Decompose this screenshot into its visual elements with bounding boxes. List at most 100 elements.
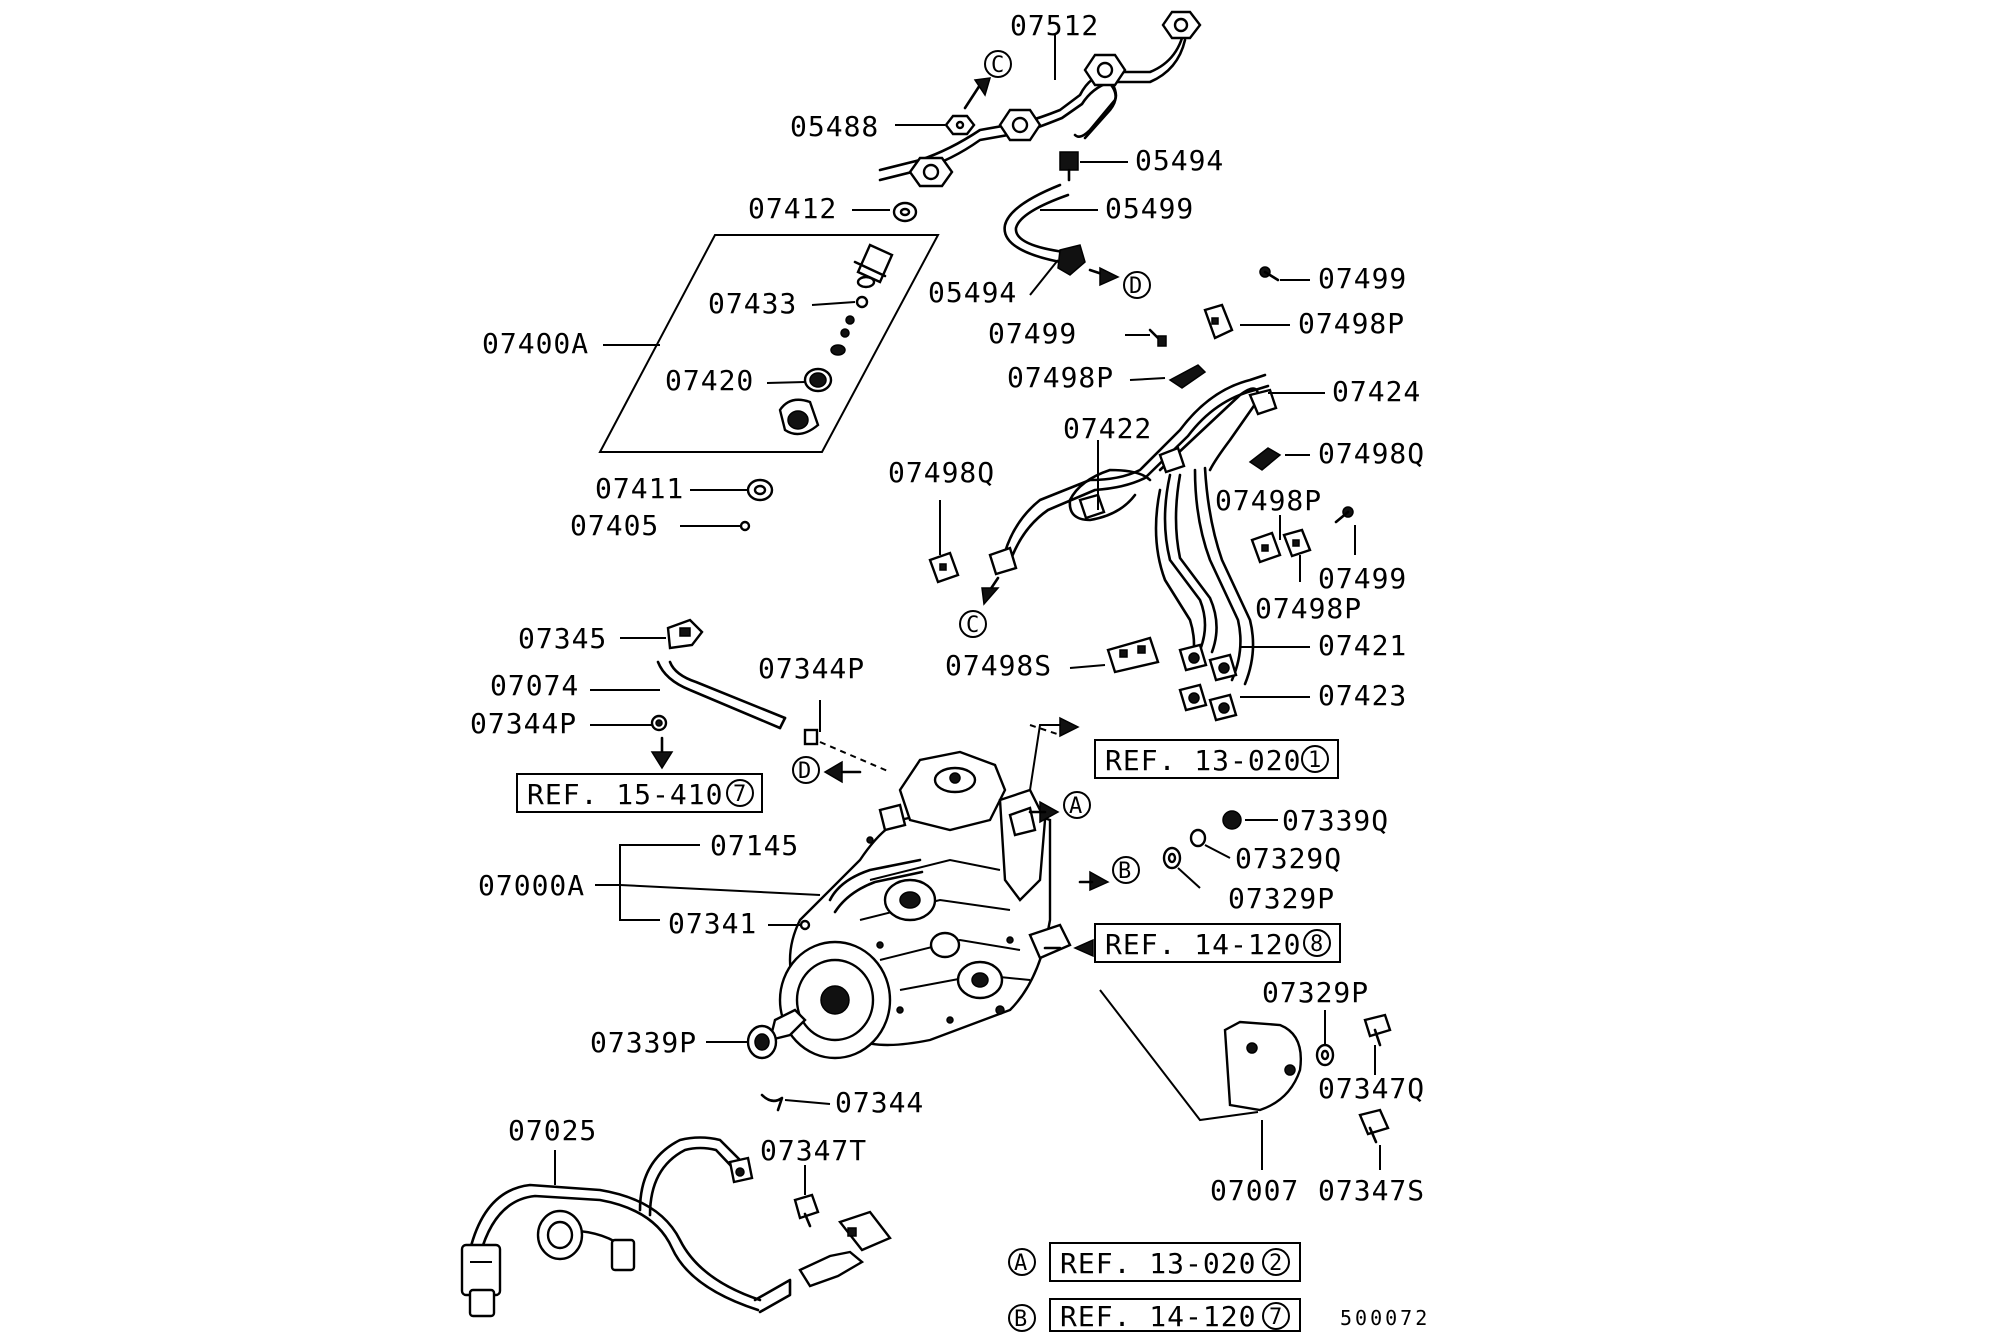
- ref-15-410-7-number: 7: [733, 782, 747, 807]
- label-05494-top: 05494: [1135, 144, 1224, 177]
- arrow-to-connector-c-top: [963, 77, 992, 110]
- label-07498P-lower: 07498P: [1255, 592, 1362, 625]
- legend-b-letter: B: [1014, 1307, 1028, 1332]
- plug-07344P-center: [803, 728, 819, 746]
- clamp-07498Q-left: [928, 551, 960, 584]
- label-07000A: 07000A: [478, 869, 585, 902]
- nut-07339P: [746, 1024, 778, 1060]
- legend-a: A REF. 13-020 2: [1008, 1242, 1301, 1282]
- clamp-07498P-mid-right: [1282, 528, 1312, 558]
- clip-05494-top: [1059, 151, 1079, 182]
- arrow-to-connector-a: [1028, 800, 1060, 824]
- label-07400A: 07400A: [482, 327, 589, 360]
- injection-pipe-07512: [878, 10, 1202, 188]
- ref-14-120-text: REF. 14-120: [1105, 928, 1301, 961]
- connector-b: B: [1112, 856, 1140, 884]
- label-07345: 07345: [518, 622, 607, 655]
- label-07424: 07424: [1332, 375, 1421, 408]
- label-05488: 05488: [790, 110, 879, 143]
- clamp-07498S: [1106, 636, 1160, 674]
- delivery-valve-kit-07400A: [598, 234, 940, 453]
- connector-c-letter-top: C: [991, 53, 1005, 78]
- label-07007: 07007: [1210, 1174, 1299, 1207]
- legend-b-text: REF. 14-120: [1060, 1300, 1256, 1333]
- legend-a-number: 2: [1269, 1251, 1283, 1276]
- arrow-to-connector-c-mid: [981, 576, 1000, 606]
- washer-07329P-upper: [1162, 846, 1182, 870]
- ref-box-14-120-8: REF. 14-120 8: [1094, 923, 1341, 963]
- label-07498P-top: 07498P: [1298, 307, 1405, 340]
- label-07512: 07512: [1010, 9, 1099, 42]
- connector-d-letter-left: D: [798, 759, 812, 784]
- label-07499-top: 07499: [1318, 262, 1407, 295]
- ref-14-120-8-number: 8: [1310, 932, 1324, 957]
- figure-code: 500072: [1340, 1306, 1430, 1330]
- hose-05499: [1003, 183, 1070, 264]
- label-07344: 07344: [835, 1086, 924, 1119]
- label-07420: 07420: [665, 364, 754, 397]
- arrow-to-ref-14-120-8: [1043, 938, 1094, 958]
- label-07145: 07145: [710, 829, 799, 862]
- small-seal-07405: [739, 520, 751, 532]
- label-07341: 07341: [668, 907, 757, 940]
- leader-lines: [554, 35, 1381, 1195]
- washer-07329P-lower: [1315, 1043, 1335, 1067]
- label-07498Q-right: 07498Q: [1318, 437, 1425, 470]
- connector-c-top: C: [984, 50, 1012, 78]
- nut-05488: [944, 114, 976, 136]
- bolt-07347T: [793, 1193, 820, 1228]
- plug-07344P-left: [650, 714, 668, 732]
- ring-07411: [746, 478, 774, 502]
- arrow-to-connector-d-right: [1088, 266, 1120, 287]
- label-07329Q: 07329Q: [1235, 842, 1342, 875]
- label-07329P-lower: 07329P: [1262, 976, 1369, 1009]
- label-07347S: 07347S: [1318, 1174, 1425, 1207]
- arrow-from-d-left: [823, 760, 862, 784]
- bolt-07499-top: [1259, 266, 1280, 282]
- hose-07074: [656, 660, 787, 730]
- connector-a-letter: A: [1069, 794, 1083, 819]
- label-07339P: 07339P: [590, 1026, 697, 1059]
- ref-15-410-text: REF. 15-410: [527, 778, 723, 811]
- washer-07329Q: [1189, 828, 1207, 848]
- connector-d-letter-right: D: [1129, 274, 1143, 299]
- label-07499-mid: 07499: [988, 317, 1077, 350]
- connector-d-right: D: [1123, 271, 1151, 299]
- label-07411: 07411: [595, 472, 684, 505]
- clamp-07498P-top: [1203, 303, 1234, 340]
- injection-pump-07000A: [768, 750, 1072, 1060]
- bolt-07347S: [1358, 1108, 1390, 1144]
- label-07025: 07025: [508, 1114, 597, 1147]
- ref-13-020-text: REF. 13-020: [1105, 744, 1301, 777]
- nut-07339Q: [1222, 810, 1242, 830]
- arrow-to-connector-b: [1078, 870, 1110, 892]
- clamp-07498P-mid-left: [1250, 531, 1282, 564]
- label-07347Q: 07347Q: [1318, 1072, 1425, 1105]
- label-07498P-mid: 07498P: [1215, 484, 1322, 517]
- label-07344P-center: 07344P: [758, 652, 865, 685]
- arrow-to-ref-15-410: [650, 736, 674, 770]
- arrow-to-ref-13-020-1: [1029, 716, 1080, 791]
- legend-b: B REF. 14-120 7: [1008, 1298, 1301, 1333]
- label-07329P-upper: 07329P: [1228, 882, 1335, 915]
- connector-a: A: [1063, 791, 1091, 819]
- bolt-07347Q: [1363, 1013, 1392, 1047]
- label-07499-right: 07499: [1318, 562, 1407, 595]
- ref-box-13-020-1: REF. 13-020 1: [1094, 739, 1339, 779]
- washer-07412: [892, 201, 918, 223]
- connector-c-mid: C: [959, 610, 987, 638]
- connector-c-letter-mid: C: [966, 613, 980, 638]
- legend-b-number: 7: [1269, 1305, 1283, 1330]
- bolt-07499-right: [1334, 506, 1354, 524]
- label-07339Q: 07339Q: [1282, 804, 1389, 837]
- label-05494-lower: 05494: [928, 276, 1017, 309]
- clip-05494-lower: [1057, 244, 1086, 276]
- label-07422: 07422: [1063, 412, 1152, 445]
- label-07412: 07412: [748, 192, 837, 225]
- clamp-07498Q-right: [1248, 447, 1282, 471]
- clip-07345: [666, 618, 704, 650]
- injection-pipes-bundle: [988, 373, 1278, 722]
- label-07405: 07405: [570, 509, 659, 542]
- label-07433: 07433: [708, 287, 797, 320]
- label-07347T: 07347T: [760, 1134, 867, 1167]
